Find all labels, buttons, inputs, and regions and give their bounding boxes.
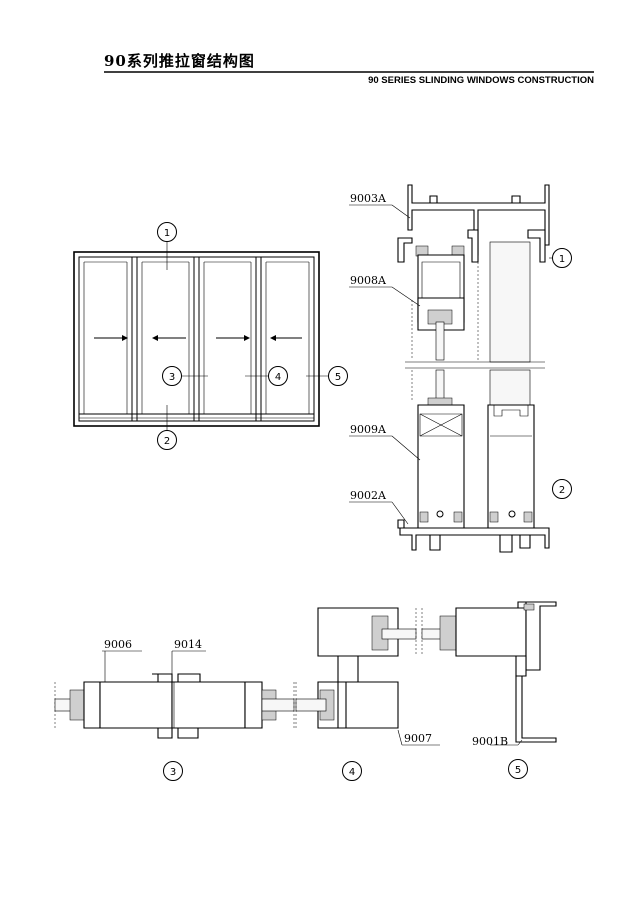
callout-2-section: 2: [559, 485, 565, 496]
horizontal-section-4: [295, 607, 417, 729]
arrow-right-icon: [94, 335, 128, 341]
arrow-left-icon: [152, 335, 186, 341]
profile-label-9014: 9014: [174, 638, 202, 651]
callout-5-elev-circle: [328, 366, 348, 386]
callout-3-elev-circle: [162, 366, 182, 386]
arrow-right-icon: [216, 335, 250, 341]
callout-2-elev-circle: [157, 430, 177, 450]
callout-4-section: 4: [349, 767, 355, 778]
callout-3-section-circle: [163, 761, 183, 781]
arrow-left-icon: [270, 335, 302, 341]
profile-label-9006: 9006: [104, 638, 132, 651]
profile-label-9003A: 9003A: [350, 192, 387, 205]
profile-label-9008A: 9008A: [350, 274, 387, 287]
callout-4-elev: 4: [275, 372, 281, 383]
callout-1-section-circle: [552, 248, 572, 268]
profile-label-9001B: 9001B: [472, 735, 508, 748]
inner-frame: [78, 256, 315, 422]
title-english: 90 SERIES SLINDING WINDOWS CONSTRUCTION: [368, 75, 594, 86]
horizontal-section-5: [421, 601, 557, 743]
callout-2-section-circle: [552, 479, 572, 499]
callout-3-elev: 3: [169, 372, 175, 383]
profile-label-9009A: 9009A: [350, 423, 387, 436]
title-chinese: 90系列推拉窗结构图: [104, 52, 255, 70]
callout-3-section: 3: [170, 767, 176, 778]
profile-label-9007: 9007: [404, 732, 432, 745]
profile-label-9002A: 9002A: [350, 489, 387, 502]
callout-1-section: 1: [559, 254, 565, 265]
callout-5-section-circle: [508, 759, 528, 779]
outer-frame: [73, 251, 320, 427]
vertical-section: [397, 184, 550, 553]
callout-5-elev: 5: [335, 372, 341, 383]
horizontal-section-3: [54, 673, 295, 739]
callout-4-elev-circle: [268, 366, 288, 386]
callout-1-elev: 1: [164, 228, 170, 239]
callout-4-section-circle: [342, 761, 362, 781]
window-elevation: [73, 251, 320, 427]
callout-2-elev: 2: [164, 436, 170, 447]
callout-1-elev-circle: [157, 222, 177, 242]
callout-5-section: 5: [515, 765, 521, 776]
